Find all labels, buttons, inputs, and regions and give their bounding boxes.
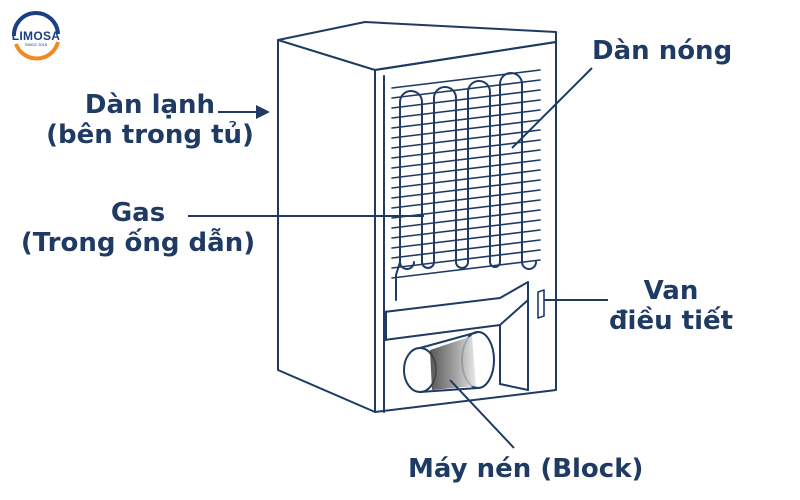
label-valve-line1: Van [643, 276, 699, 306]
label-hot-coil: Dàn nóng [592, 36, 733, 66]
logo-tagline: SINCE 2018 [24, 42, 48, 47]
pointer-hot-coil [511, 67, 593, 149]
fridge-back-panel [374, 41, 557, 413]
arrow-head-icon [256, 105, 270, 119]
condenser-fins [391, 69, 541, 279]
label-cold-coil-line2: (bên trong tủ) [46, 120, 254, 150]
label-cold-coil: Dàn lạnh (bên trong tủ) [40, 90, 260, 150]
fridge-side-panel [277, 39, 376, 413]
logo-ring-icon [11, 11, 60, 61]
label-valve-line2: điều tiết [608, 306, 734, 336]
pointer-compressor [449, 379, 515, 449]
condenser-tubes [395, 72, 537, 301]
logo-wordmark: LIMOSA [11, 29, 61, 43]
label-gas-line2: (Trong ống dẫn) [20, 228, 256, 258]
label-gas: Gas (Trong ống dẫn) [8, 198, 268, 258]
compressor-bay [383, 281, 529, 391]
label-compressor: Máy nén (Block) [408, 454, 644, 484]
limosa-logo: LIMOSA SINCE 2018 [8, 10, 64, 66]
label-gas-line1: Gas [110, 198, 166, 228]
compressor-shading [430, 336, 476, 390]
label-valve: Van điều tiết [596, 276, 746, 336]
valve-body [537, 289, 545, 319]
label-cold-coil-line1: Dàn lạnh [84, 90, 216, 120]
